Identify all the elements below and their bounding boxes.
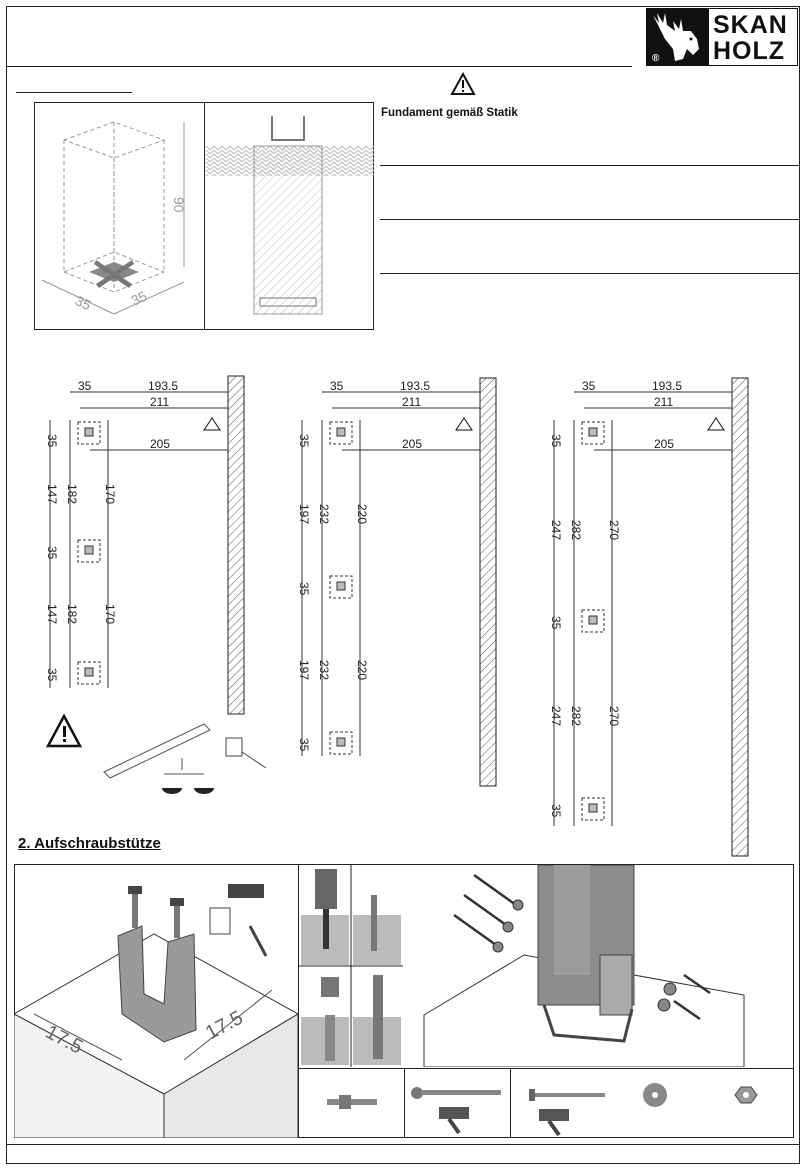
dim-seg-1: 247 — [549, 520, 563, 540]
drill-icon — [439, 1107, 469, 1135]
moose-icon — [647, 9, 709, 65]
dim-35-c: 35 — [45, 668, 59, 682]
dim-1935: 193.5 — [652, 379, 682, 393]
foundation-drawing: 90 35 35 — [41, 116, 374, 315]
dim-height: 90 — [171, 197, 187, 213]
dim-211: 211 — [654, 395, 673, 409]
dim-right-1: 220 — [355, 504, 369, 524]
bracket-mounting-illustration: 17.5 17.5 — [14, 884, 298, 1138]
dim-205: 205 — [150, 437, 170, 451]
dim-mid-2: 182 — [65, 604, 79, 624]
dim-205: 205 — [402, 437, 422, 451]
dim-mid-1: 232 — [317, 504, 331, 524]
dim-seg-1: 147 — [45, 484, 59, 504]
header-rule — [6, 66, 632, 67]
dim-35-a: 35 — [297, 434, 311, 448]
dim-right-1: 270 — [607, 520, 621, 540]
dim-mid-2: 232 — [317, 660, 331, 680]
dim-mid-2: 282 — [569, 706, 583, 726]
dim-35-a: 35 — [45, 434, 59, 448]
dim-35-b: 35 — [549, 616, 563, 630]
dim-mid-1: 182 — [65, 484, 79, 504]
section-1-title-line — [16, 92, 132, 93]
dim-35-c: 35 — [297, 738, 311, 752]
dim-seg-2: 197 — [297, 660, 311, 680]
nut-icon — [734, 1086, 758, 1104]
warning-icon — [450, 72, 476, 95]
dim-1935: 193.5 — [148, 379, 178, 393]
logo-line-2: HOLZ — [713, 37, 786, 65]
parts-row — [327, 1083, 758, 1137]
dim-35-c: 35 — [549, 804, 563, 818]
dim-35-b: 35 — [45, 546, 59, 560]
anchor-bolt-icon — [327, 1095, 377, 1109]
registered-mark: ® — [652, 53, 660, 64]
dim-right-2: 220 — [355, 660, 369, 680]
drill-icon — [228, 884, 264, 898]
dim-35-top: 35 — [582, 379, 596, 393]
post-layout-2: 35 193.5 211 205 35 197 35 197 35 232 23… — [297, 377, 497, 787]
dim-35-b: 35 — [297, 582, 311, 596]
dim-211: 211 — [150, 395, 169, 409]
drill-icon-2 — [539, 1109, 569, 1137]
dim-seg-1: 197 — [297, 504, 311, 524]
dim-right-2: 270 — [607, 706, 621, 726]
foundation-note: Fundament gemäß Statik — [381, 107, 518, 119]
post-layout-1: 35 193.5 211 205 35 147 35 147 35 182 18… — [45, 375, 245, 715]
brand-logo: SKAN HOLZ ® — [646, 8, 798, 66]
dim-35-top: 35 — [330, 379, 344, 393]
dim-mid-1: 282 — [569, 520, 583, 540]
logo-line-1: SKAN — [713, 11, 788, 39]
dim-211: 211 — [402, 395, 421, 409]
level-and-tape-illustration — [45, 713, 267, 794]
dim-width-1: 35 — [73, 292, 94, 313]
post-assembly-illustration — [423, 865, 745, 1067]
dim-right-1: 170 — [103, 484, 117, 504]
dim-right-2: 170 — [103, 604, 117, 624]
warning-icon — [45, 713, 83, 748]
dim-seg-2: 147 — [45, 604, 59, 624]
bolt-icon — [529, 1089, 605, 1101]
footer-rule — [6, 1144, 800, 1145]
section-2-title: 2. Aufschraubstütze — [18, 835, 161, 852]
lag-screw-icon — [411, 1087, 501, 1099]
drilling-steps — [299, 865, 403, 1067]
page-frame — [6, 6, 800, 1164]
dim-35-a: 35 — [549, 434, 563, 448]
dim-seg-2: 247 — [549, 706, 563, 726]
washer-icon — [643, 1083, 667, 1107]
dim-1935: 193.5 — [400, 379, 430, 393]
post-layout-3: 35 193.5 211 205 35 247 35 247 35 282 28… — [549, 377, 749, 857]
dim-35-top: 35 — [78, 379, 92, 393]
dim-205: 205 — [654, 437, 674, 451]
dim-width-2: 35 — [129, 288, 150, 309]
